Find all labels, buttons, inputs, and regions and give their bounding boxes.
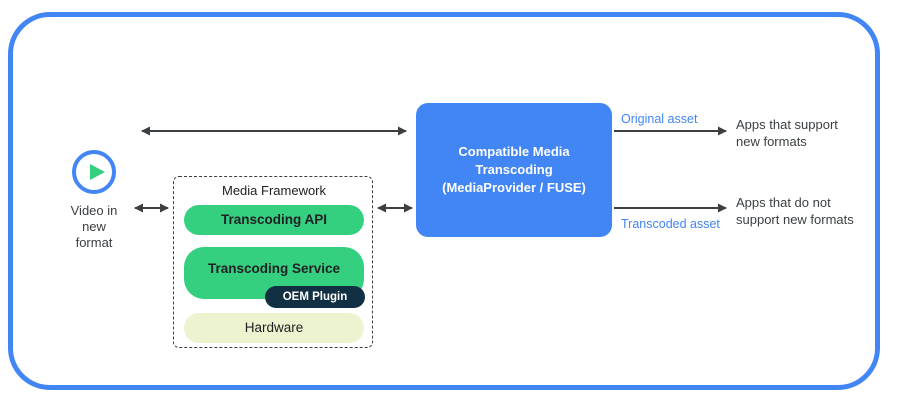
media-framework-stack: Transcoding API Transcoding Service OEM … bbox=[184, 205, 365, 343]
play-triangle-icon bbox=[90, 164, 105, 180]
apps-supported-label: Apps that support new formats bbox=[736, 117, 838, 149]
oem-plugin-badge: OEM Plugin bbox=[265, 286, 365, 308]
transcoding-api-pill: Transcoding API bbox=[184, 205, 364, 235]
media-framework-box: Media Framework Transcoding API Transcod… bbox=[173, 176, 373, 348]
original-asset-label: Original asset bbox=[621, 112, 698, 126]
compatible-media-transcoding-label: Compatible Media Transcoding (MediaProvi… bbox=[442, 144, 586, 195]
transcoded-asset-label: Transcoded asset bbox=[621, 217, 720, 231]
video-source-group: Video in new format bbox=[44, 150, 144, 251]
hardware-pill: Hardware bbox=[184, 313, 364, 343]
transcoding-service-label: Transcoding Service bbox=[207, 261, 341, 276]
compatible-media-transcoding-box: Compatible Media Transcoding (MediaProvi… bbox=[416, 103, 612, 237]
apps-unsupported-label: Apps that do not support new formats bbox=[736, 195, 854, 227]
play-circle-icon bbox=[72, 150, 116, 194]
transcoding-service-pill: Transcoding Service OEM Plugin bbox=[184, 247, 365, 308]
video-source-label: Video in new format bbox=[70, 203, 118, 250]
media-framework-title: Media Framework bbox=[221, 183, 327, 198]
